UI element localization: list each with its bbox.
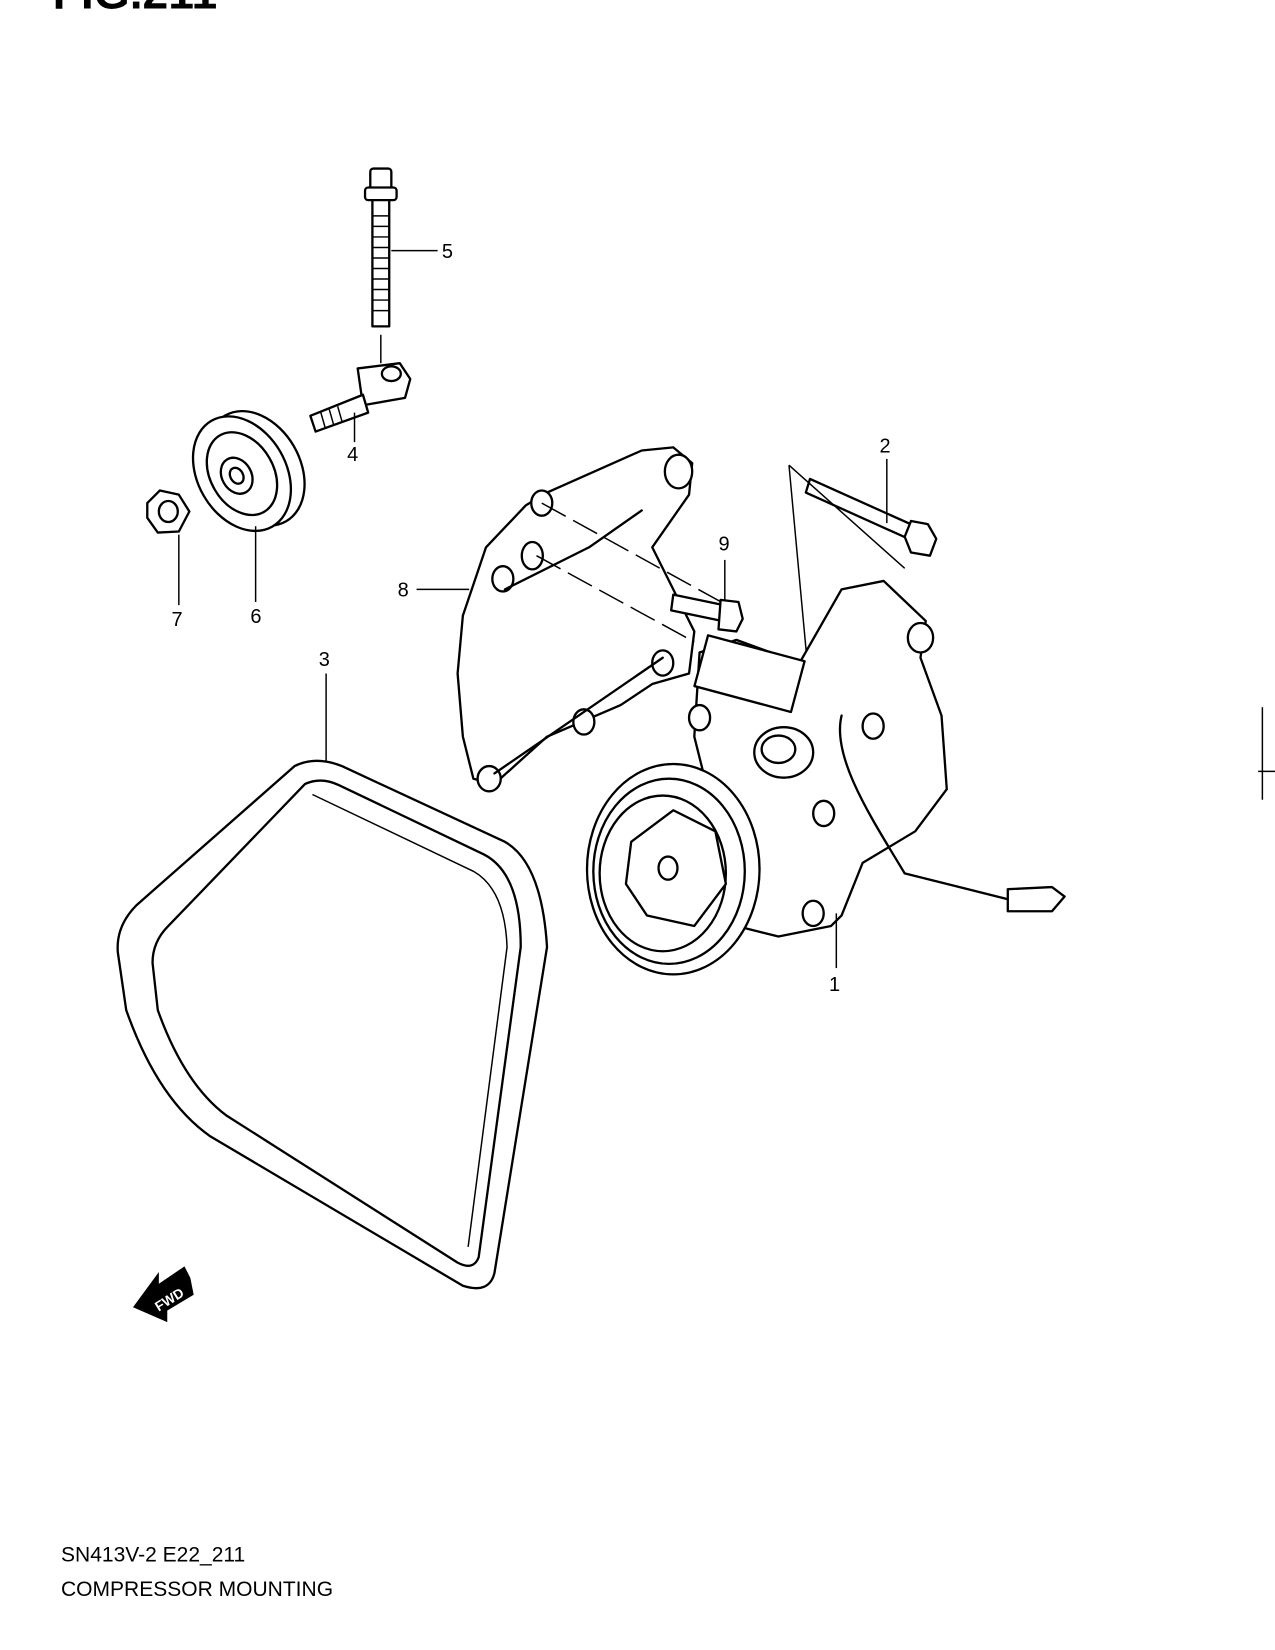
fwd-arrow-icon: FWD: [133, 1266, 194, 1323]
callout-2: 2: [879, 436, 890, 458]
callout-6: 6: [250, 606, 261, 628]
callout-5: 5: [442, 241, 453, 263]
callout-4: 4: [347, 444, 358, 466]
drawing-code: SN413V-2 E22_211: [61, 1543, 245, 1566]
part-8-bracket: [416, 446, 737, 793]
callout-9: 9: [719, 533, 730, 555]
part-2-bolt: [788, 458, 938, 716]
part-7-nut: [146, 489, 191, 606]
part-5-long-bolt: [363, 167, 438, 328]
figure-title: FIG.211: [53, 0, 218, 19]
callout-8: 8: [398, 580, 409, 602]
part-1-compressor: [585, 579, 1066, 976]
part-6-idler-pulley: [191, 409, 306, 602]
part-3-v-belt: [116, 673, 549, 1290]
part-4-stud-bolt: [309, 334, 412, 443]
callout-7: 7: [171, 609, 182, 631]
callout-1: 1: [829, 974, 840, 996]
drawing-caption: COMPRESSOR MOUNTING: [61, 1578, 333, 1601]
callout-3: 3: [319, 649, 330, 671]
part-9-bolt: [670, 559, 744, 633]
